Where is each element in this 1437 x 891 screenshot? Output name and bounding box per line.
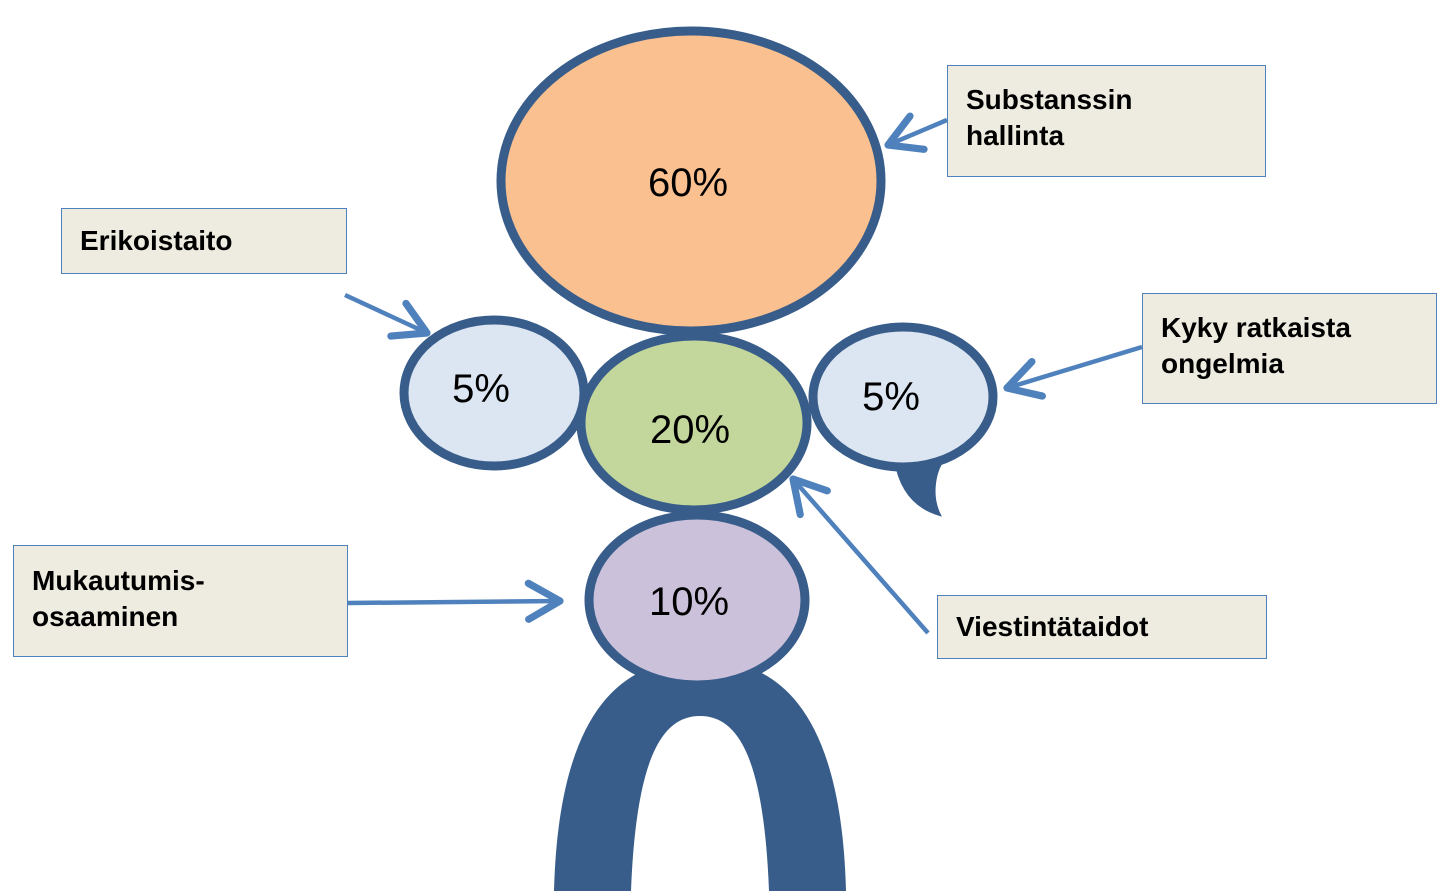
label-substance-text: Substanssin hallinta: [966, 84, 1133, 151]
label-problem-solving-text: Kyky ratkaista ongelmia: [1161, 312, 1351, 379]
label-communication-text: Viestintätaidot: [956, 611, 1149, 642]
right-hand-tail: [893, 456, 948, 517]
label-problem-solving: Kyky ratkaista ongelmia: [1142, 293, 1437, 404]
lower-body-circle: [584, 510, 810, 690]
label-adaptation: Mukautumis- osaaminen: [13, 545, 348, 657]
arrow-communication: [789, 475, 930, 635]
arrow-adaptation: [347, 579, 564, 623]
left-hand-value: 5%: [452, 367, 510, 411]
head-value: 60%: [648, 161, 728, 205]
label-substance: Substanssin hallinta: [947, 65, 1266, 177]
arrow-substance: [884, 112, 948, 153]
label-communication: Viestintätaidot: [937, 595, 1267, 659]
label-specialty-text: Erikoistaito: [80, 225, 233, 256]
right-hand-circle: [808, 322, 998, 472]
lower-body-value: 10%: [649, 580, 729, 624]
body-circle: [576, 331, 812, 515]
label-adaptation-text: Mukautumis- osaaminen: [32, 565, 205, 632]
body-value: 20%: [650, 408, 730, 452]
legs-arch: [553, 658, 847, 891]
arrow-specialty: [344, 292, 431, 340]
arrow-problem-solving: [1003, 344, 1143, 400]
head-circle: [496, 26, 886, 336]
label-specialty: Erikoistaito: [61, 208, 347, 274]
right-hand-value: 5%: [862, 375, 920, 419]
